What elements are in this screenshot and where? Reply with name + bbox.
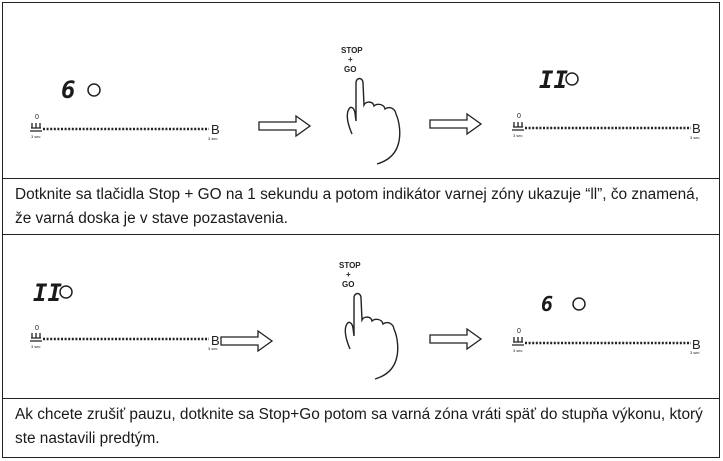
slider-sub-left: 3 sec [31, 344, 41, 349]
hand-touch-icon [346, 77, 401, 165]
slider-sub-left: 3 sec [31, 134, 41, 139]
power-slider-before: 0 B 3 sec 3 sec [30, 325, 220, 351]
power-slider-after: 0 B 3 sec 3 sec [512, 113, 701, 140]
slider-sub-right: 3 sec [690, 135, 700, 140]
slider-start-label: 0 [35, 114, 39, 121]
button-label-plus: + [348, 55, 353, 64]
step1-illustration: 6 0 B 3 sec 3 sec STOP + GO [3, 3, 719, 178]
power-slider-after: 0 B 3 sec 3 sec [512, 328, 701, 355]
button-label-stop: STOP [339, 261, 361, 270]
zone-display-after: 6 [541, 292, 553, 316]
step1-caption-cell: Dotknite sa tlačidla Stop + GO na 1 seku… [3, 179, 719, 234]
zone-indicator-icon [59, 285, 73, 299]
hand-touch-icon [344, 292, 399, 380]
pot-icon [30, 333, 42, 342]
button-label-go: GO [342, 280, 354, 289]
step1-diagram: 6 0 B 3 sec 3 sec STOP + GO [30, 46, 701, 165]
slider-sub-right: 3 sec [208, 346, 218, 351]
step2-caption-cell: Ak chcete zrušiť pauzu, dotknite sa Stop… [3, 399, 719, 457]
arrow-right-icon [429, 112, 483, 136]
row-divider [3, 398, 719, 399]
power-slider-before: 0 B 3 sec 3 sec [30, 114, 220, 141]
button-label-plus: + [346, 270, 351, 279]
stop-go-touch: STOP + GO [341, 46, 401, 165]
zone-indicator-icon [572, 297, 586, 311]
slider-end-label: B [211, 333, 220, 348]
slider-sub-right: 3 sec [208, 136, 218, 141]
pot-icon [512, 122, 524, 131]
step2-illustration: II 0 B 3 sec 3 sec STOP + GO [3, 235, 719, 398]
row-divider [3, 234, 719, 235]
slider-start-label: 0 [517, 328, 521, 335]
step1-caption: Dotknite sa tlačidla Stop + GO na 1 seku… [15, 186, 699, 227]
slider-end-label: B [692, 337, 701, 352]
arrow-right-icon [429, 327, 483, 351]
row-divider [3, 178, 719, 179]
slider-end-label: B [692, 121, 701, 136]
pot-icon [512, 337, 524, 346]
slider-sub-right: 3 sec [690, 350, 700, 355]
slider-end-label: B [211, 122, 220, 137]
button-label-go: GO [344, 65, 356, 74]
slider-start-label: 0 [35, 325, 39, 332]
stop-go-touch: STOP + GO [339, 261, 399, 380]
step2-caption: Ak chcete zrušiť pauzu, dotknite sa Stop… [15, 406, 703, 447]
slider-start-label: 0 [517, 113, 521, 120]
zone-display-before: 6 [61, 76, 75, 104]
arrow-right-icon [220, 329, 274, 353]
pot-icon [30, 123, 42, 132]
zone-indicator-icon [565, 72, 579, 86]
button-label-stop: STOP [341, 46, 363, 55]
slider-sub-left: 3 sec [513, 133, 523, 138]
zone-indicator-icon [87, 83, 101, 97]
step2-diagram: II 0 B 3 sec 3 sec STOP + GO [30, 261, 701, 380]
zone-display-after: II [539, 66, 568, 94]
slider-sub-left: 3 sec [513, 348, 523, 353]
zone-display-before: II [33, 279, 62, 307]
arrow-right-icon [258, 114, 312, 138]
